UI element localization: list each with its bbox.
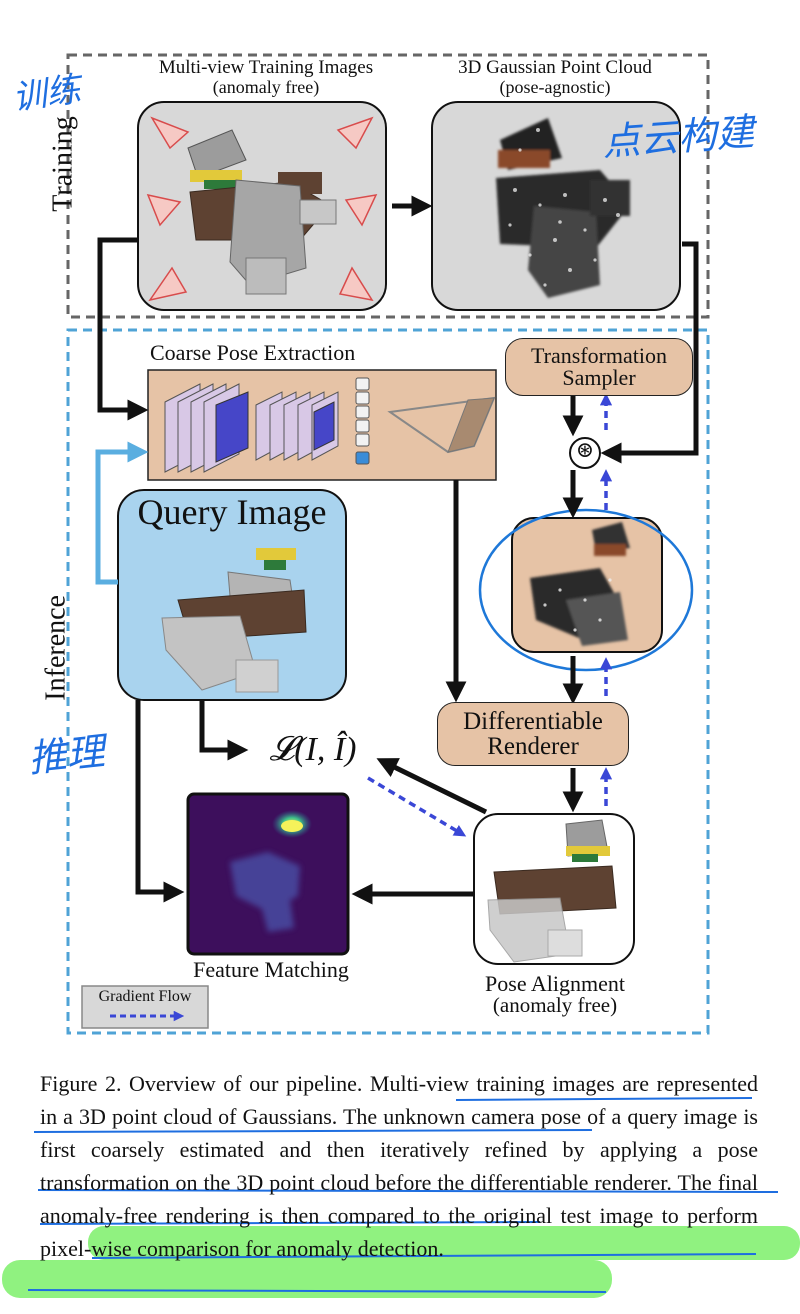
loss-function: 𝓛(I, Î) — [269, 731, 357, 768]
pose-alignment-title: Pose Alignment — [485, 971, 625, 996]
caption-prefix: Figure 2. Overview of our pipeline. — [40, 1071, 370, 1096]
legend — [81, 985, 209, 1029]
training-section-label: Training — [47, 116, 79, 212]
differentiable-renderer: Differentiable Renderer — [437, 702, 629, 766]
renderer-line1: Differentiable — [463, 708, 603, 735]
handwritten-circle — [478, 508, 694, 672]
lego-object-icon — [187, 129, 337, 295]
arrow-query-to-loss — [199, 700, 249, 761]
training-images-subtitle: (anomaly free) — [212, 77, 320, 97]
figure-caption: Figure 2. Overview of our pipeline. Mult… — [40, 1067, 758, 1265]
training-frame — [66, 53, 710, 319]
caption-part3: iteratively refined by applying a pose t… — [40, 1137, 758, 1195]
handwritten-inference-note: 推理 — [26, 729, 107, 781]
pose-alignment-subtitle: (anomaly free) — [492, 993, 618, 1017]
caption-part4: The final anomaly-free — [40, 1170, 759, 1228]
pipeline-diagram — [66, 53, 710, 1035]
query-image-title: Query Image — [137, 492, 327, 532]
renderer-line2: Renderer — [487, 733, 579, 760]
point-cloud-title: 3D Gaussian Point Cloud — [458, 57, 652, 78]
gradient-flow-arrows — [367, 393, 613, 837]
operator-symbol: ⊛ — [575, 437, 595, 462]
training-images-title: Multi-view Training Images — [158, 57, 374, 78]
caption-annotations — [2, 1097, 800, 1298]
coarse-pose-box — [147, 369, 497, 481]
inference-frame — [66, 328, 710, 1035]
sampler-line1: Transformation — [530, 343, 668, 368]
coarse-pose-title: Coarse Pose Extraction — [150, 340, 356, 365]
caption-highlight — [88, 1226, 800, 1260]
legend-label: Gradient Flow — [98, 988, 192, 1005]
pose-alignment-panel — [473, 813, 635, 965]
sampler-line2: Sampler — [562, 365, 636, 390]
caption-part5: rendering is then compared to the origin… — [40, 1203, 758, 1261]
feature-matching-title: Feature Matching — [193, 957, 349, 982]
inference-section-label: Inference — [40, 595, 72, 701]
arrow-query-to-matching — [135, 700, 185, 903]
arrow-query-to-coarse — [95, 441, 149, 585]
render-panel — [511, 517, 663, 653]
caption-highlight — [2, 1260, 612, 1298]
training-images-panel — [137, 101, 387, 311]
caption-part1: Multi-view training images are represent… — [40, 1071, 758, 1129]
caption-part2: The unknown camera pose of a query image… — [40, 1104, 758, 1162]
arrow-train-to-coarse — [97, 237, 149, 421]
handwritten-training-note: 训练 — [10, 69, 83, 119]
camera-icon — [146, 116, 378, 302]
handwritten-pointcloud-note: 点云构建 — [600, 109, 756, 165]
feature-matching-heatmap — [186, 792, 350, 956]
caption-underlines — [27, 1097, 779, 1293]
compose-operator — [569, 437, 601, 469]
point-cloud-subtitle: (pose-agnostic) — [499, 77, 611, 97]
query-image-panel — [117, 489, 347, 701]
arrow-cloud-to-operator — [600, 241, 699, 464]
transformation-sampler: Transformation Sampler — [505, 338, 693, 396]
arrow-alignment-to-loss — [376, 758, 488, 815]
